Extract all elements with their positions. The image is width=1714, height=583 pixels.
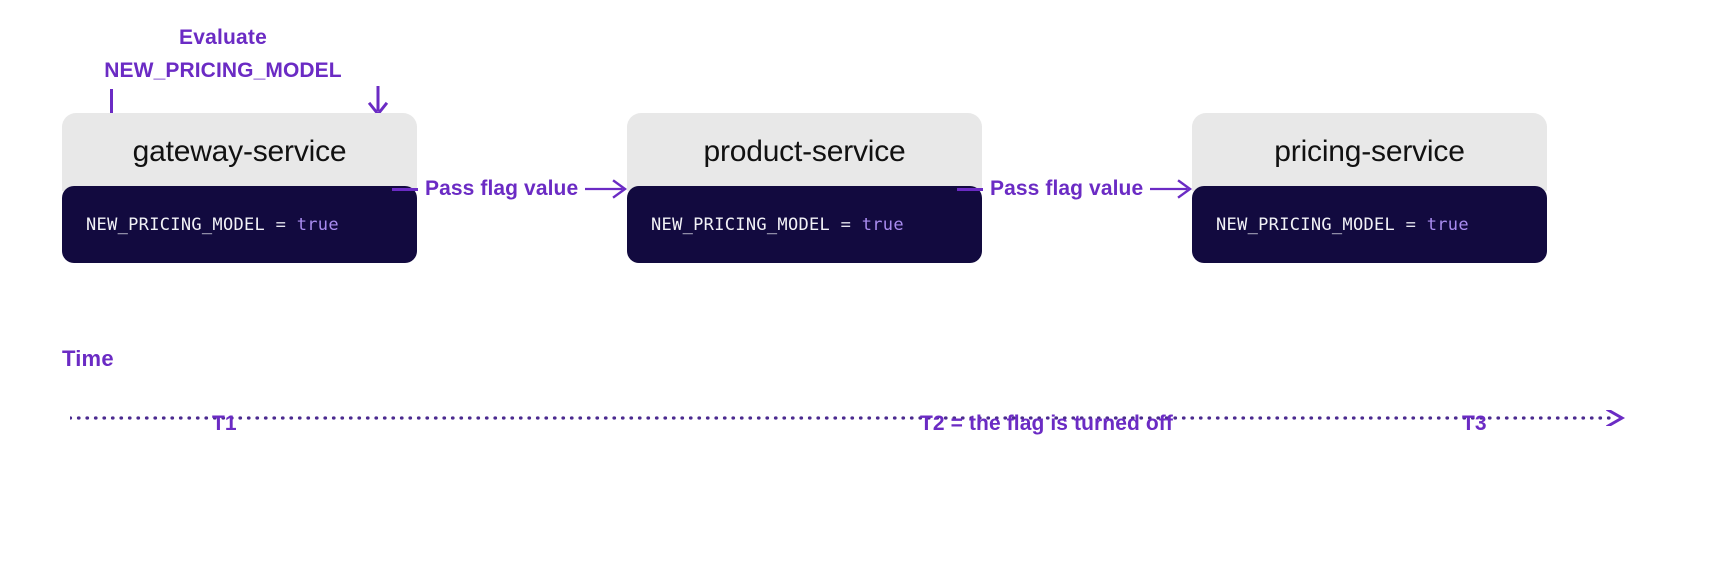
- service-flag-code-block: NEW_PRICING_MODEL = true: [62, 186, 417, 263]
- timeline-dotted-axis: [68, 407, 1630, 429]
- service-name-label: pricing-service: [1274, 135, 1465, 168]
- timeline-tick-t2: T2 = the flag is turned off: [920, 412, 1173, 435]
- flag-value: true: [861, 214, 904, 235]
- flag-key: NEW_PRICING_MODEL: [86, 214, 266, 235]
- connector-right-arrow-icon: [1150, 178, 1193, 200]
- flag-key: NEW_PRICING_MODEL: [651, 214, 831, 235]
- service-flag-code-block: NEW_PRICING_MODEL = true: [627, 186, 982, 263]
- service-card-header: gateway-service: [62, 113, 417, 191]
- connector-label: Pass flag value: [990, 177, 1144, 200]
- connector-product-to-pricing: Pass flag value: [957, 172, 1193, 206]
- connector-dash: [392, 187, 418, 191]
- service-name-label: gateway-service: [132, 135, 347, 168]
- flag-code-line: NEW_PRICING_MODEL = true: [1192, 215, 1469, 235]
- timeline-tick-t1: T1: [212, 412, 237, 435]
- timeline-axis-label: Time: [62, 346, 114, 371]
- flag-operator: =: [840, 214, 852, 235]
- flag-code-line: NEW_PRICING_MODEL = true: [62, 215, 339, 235]
- connector-dash: [957, 187, 983, 191]
- annotation-line-1: Evaluate: [179, 26, 267, 49]
- annotation-line-2: NEW_PRICING_MODEL: [104, 58, 342, 82]
- connector-label: Pass flag value: [425, 177, 579, 200]
- timeline-arrowhead-icon: [1605, 407, 1626, 429]
- service-card-header: product-service: [627, 113, 982, 191]
- connector-right-arrow-icon: [585, 178, 628, 200]
- service-flag-code-block: NEW_PRICING_MODEL = true: [1192, 186, 1547, 263]
- service-card-product-service[interactable]: product-service NEW_PRICING_MODEL = true: [627, 113, 982, 263]
- flag-operator: =: [1405, 214, 1417, 235]
- flag-value: true: [296, 214, 339, 235]
- evaluate-annotation: Evaluate NEW_PRICING_MODEL: [62, 22, 384, 87]
- connector-gateway-to-product: Pass flag value: [392, 172, 628, 206]
- flag-key: NEW_PRICING_MODEL: [1216, 214, 1396, 235]
- flag-operator: =: [275, 214, 287, 235]
- service-card-pricing-service[interactable]: pricing-service NEW_PRICING_MODEL = true: [1192, 113, 1547, 263]
- service-card-gateway-service[interactable]: gateway-service NEW_PRICING_MODEL = true: [62, 113, 417, 263]
- service-name-label: product-service: [703, 135, 906, 168]
- flag-value: true: [1426, 214, 1469, 235]
- annotation-stem-line: [110, 89, 113, 114]
- flag-code-line: NEW_PRICING_MODEL = true: [627, 215, 904, 235]
- service-card-header: pricing-service: [1192, 113, 1547, 191]
- timeline-tick-t3: T3: [1462, 412, 1487, 435]
